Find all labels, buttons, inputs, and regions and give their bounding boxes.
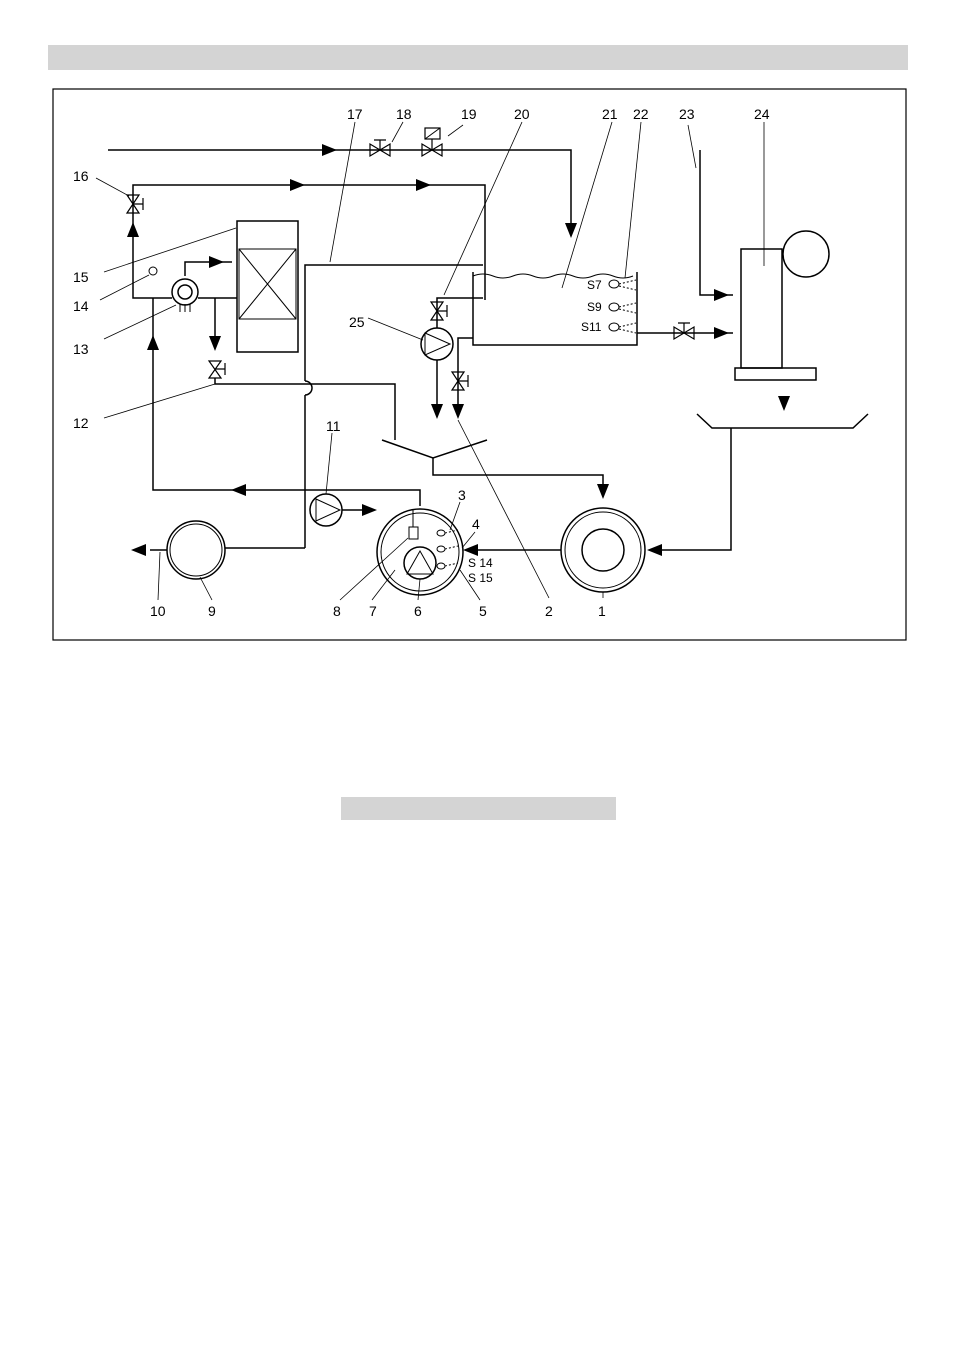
label-25: 25 xyxy=(349,314,365,330)
return-line-top xyxy=(133,185,485,300)
line-crossover xyxy=(305,381,312,395)
label-6: 6 xyxy=(414,603,422,619)
label-20: 20 xyxy=(514,106,530,122)
label-s9: S9 xyxy=(587,300,602,314)
heat-exchanger xyxy=(237,221,298,352)
label-2: 2 xyxy=(545,603,553,619)
flow-arrow xyxy=(127,222,139,237)
label-13: 13 xyxy=(73,341,89,357)
label-11: 11 xyxy=(326,418,341,434)
drain-funnel xyxy=(382,440,603,492)
drum-1 xyxy=(561,508,645,592)
flow-arrow xyxy=(209,336,221,351)
label-23: 23 xyxy=(679,106,695,122)
level-sensor-s15 xyxy=(437,563,458,569)
collector-tray xyxy=(697,414,868,428)
label-4: 4 xyxy=(472,516,480,532)
flow-arrow xyxy=(209,256,224,268)
flow-arrow xyxy=(362,504,377,516)
flow-arrow xyxy=(322,144,337,156)
water-surface xyxy=(473,274,633,278)
flow-arrow xyxy=(147,335,159,350)
label-18: 18 xyxy=(396,106,412,122)
pump-25 xyxy=(421,328,453,360)
flow-arrow xyxy=(647,544,662,556)
supply-line xyxy=(108,150,571,232)
valve-19 xyxy=(422,139,442,156)
valve-2 xyxy=(452,372,468,390)
flow-arrow xyxy=(597,484,609,499)
flow-arrow xyxy=(131,544,146,556)
valve-16 xyxy=(127,195,143,213)
filter-8 xyxy=(409,527,418,539)
flow-arrow xyxy=(290,179,305,191)
label-8: 8 xyxy=(333,603,341,619)
tank-24 xyxy=(741,249,782,368)
flow-arrow xyxy=(714,289,729,301)
label-1: 1 xyxy=(598,603,606,619)
level-sensor-s14 xyxy=(437,546,458,552)
label-21: 21 xyxy=(602,106,618,122)
label-s11: S11 xyxy=(581,320,602,334)
drum-9 xyxy=(167,521,225,579)
valve-12 xyxy=(209,361,225,378)
flow-arrow xyxy=(431,404,443,419)
motor-24 xyxy=(783,231,829,277)
flow-arrow xyxy=(452,404,464,419)
pump-11 xyxy=(310,494,342,526)
label-14: 14 xyxy=(73,298,89,314)
label-3: 3 xyxy=(458,487,466,503)
label-9: 9 xyxy=(208,603,216,619)
valve-18 xyxy=(370,140,390,156)
label-7: 7 xyxy=(369,603,377,619)
label-5: 5 xyxy=(479,603,487,619)
label-24: 24 xyxy=(754,106,770,122)
label-22: 22 xyxy=(633,106,649,122)
sensor-14 xyxy=(149,267,157,275)
flow-arrow xyxy=(231,484,246,496)
label-12: 12 xyxy=(73,415,89,431)
label-s7: S7 xyxy=(587,278,602,292)
valve-20 xyxy=(431,302,447,320)
level-sensor-s7 xyxy=(609,280,636,290)
label-15: 15 xyxy=(73,269,89,285)
flow-arrow xyxy=(565,223,577,238)
level-sensor-s9 xyxy=(609,303,636,313)
valve-23 xyxy=(674,323,694,339)
level-sensor-s11 xyxy=(609,323,636,333)
pump-13 xyxy=(172,279,198,305)
label-19: 19 xyxy=(461,106,477,122)
label-16: 16 xyxy=(73,168,89,184)
label-10: 10 xyxy=(150,603,166,619)
label-17: 17 xyxy=(347,106,363,122)
label-s14: S 14 xyxy=(468,556,493,570)
flow-arrow xyxy=(416,179,431,191)
label-s15: S 15 xyxy=(468,571,493,585)
tank xyxy=(473,272,637,345)
flow-arrow xyxy=(463,544,478,556)
flow-arrow xyxy=(714,327,729,339)
line-23 xyxy=(700,150,733,295)
flow-arrow xyxy=(778,396,790,411)
line-17-upper xyxy=(305,265,483,381)
